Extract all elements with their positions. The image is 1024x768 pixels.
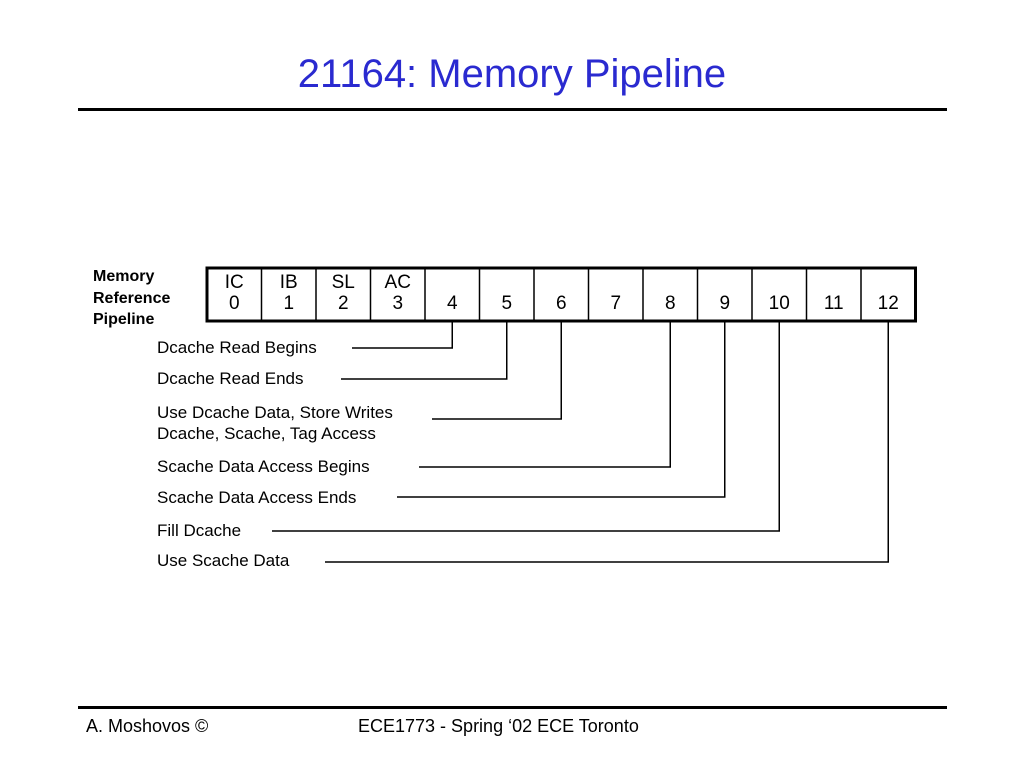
stage-number: 6 — [555, 293, 567, 314]
event-connector-line — [419, 321, 671, 468]
stage-number: 10 — [768, 293, 790, 314]
stage-number: 12 — [877, 293, 899, 314]
event-connector-line — [341, 321, 508, 380]
stage-number: 8 — [664, 293, 676, 314]
stage-name: IB — [279, 272, 298, 293]
stage-number: 4 — [446, 293, 458, 314]
event-scache-access-ends: Scache Data Access Ends — [157, 488, 357, 507]
slide-title: 21164: Memory Pipeline — [297, 52, 727, 96]
footer-course: ECE1773 - Spring ‘02 ECE Toronto — [358, 716, 639, 736]
stage-number: 3 — [392, 293, 404, 314]
event-use-scache-data: Use Scache Data — [157, 551, 290, 570]
stage-number: 9 — [719, 293, 731, 314]
event-connectors — [272, 321, 889, 563]
pipeline-label-line-1: Memory — [93, 268, 155, 285]
pipeline-label: Memory Reference Pipeline — [93, 266, 170, 331]
footer-divider — [78, 706, 947, 709]
stage-number: 5 — [501, 293, 513, 314]
event-tag-access: Dcache, Scache, Tag Access — [157, 424, 376, 443]
stage-number: 2 — [337, 293, 349, 314]
footer-author: A. Moshovos © — [86, 716, 209, 736]
event-connector-line — [352, 321, 453, 349]
stage-name: SL — [331, 272, 355, 293]
stage-number: 0 — [228, 293, 240, 314]
event-scache-access-begins: Scache Data Access Begins — [157, 457, 370, 476]
stage-number: 7 — [610, 293, 622, 314]
event-use-dcache-data: Use Dcache Data, Store Writes — [157, 403, 393, 422]
pipeline-label-line-2: Reference — [93, 289, 171, 307]
event-connector-line — [272, 321, 780, 532]
event-dcache-read-begins: Dcache Read Begins — [157, 338, 317, 357]
stage-name: IC — [224, 272, 244, 293]
event-connector-line — [432, 321, 562, 420]
stage-number: 1 — [283, 293, 295, 314]
event-dcache-read-ends: Dcache Read Ends — [157, 369, 304, 388]
stage-name: AC — [384, 272, 411, 293]
event-fill-dcache: Fill Dcache — [157, 521, 242, 540]
stage-number: 11 — [823, 293, 844, 314]
title-divider — [78, 108, 947, 111]
event-connector-line — [325, 321, 889, 563]
event-connector-line — [397, 321, 726, 498]
pipeline-label-line-3: Pipeline — [93, 311, 155, 328]
